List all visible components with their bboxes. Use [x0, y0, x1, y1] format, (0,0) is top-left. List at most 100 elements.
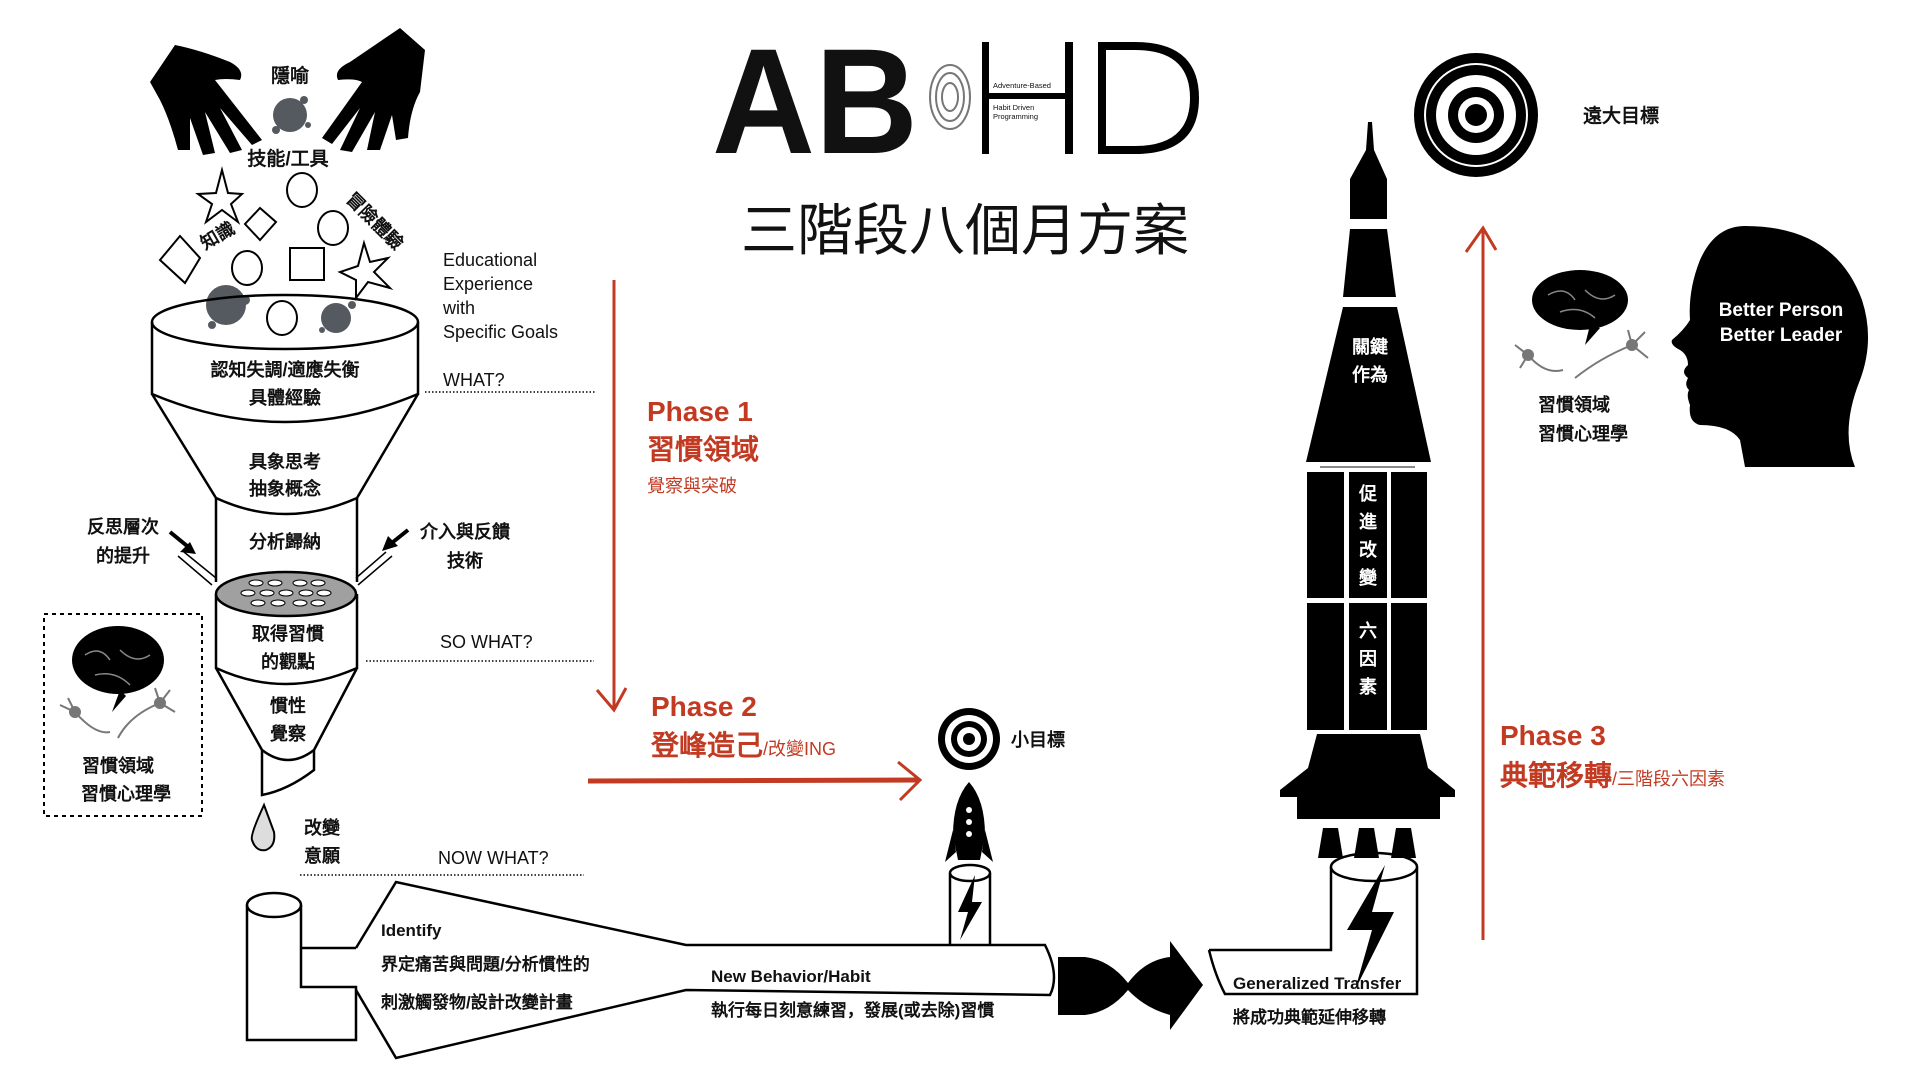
big-goal-label: 遠大目標 [1583, 104, 1659, 127]
lightning-large-icon [1347, 865, 1394, 990]
head-label-2: Better Leader [1720, 325, 1843, 346]
knowledge-label: 知識 [197, 217, 239, 253]
bowtie-arrow-icon [1058, 941, 1203, 1030]
new-behavior-desc: 執行每日刻意練習，發展(或去除)習慣 [711, 1000, 994, 1020]
brain-icon [72, 626, 164, 712]
reflection-label-1: 反思層次 [87, 516, 159, 537]
phase2-title-row: 登峰造己/改變ING [650, 730, 836, 761]
phase2-title: 登峰造己 [650, 730, 763, 761]
change-label-1: 改變 [304, 817, 341, 838]
rocket-col2-char: 素 [1359, 677, 1377, 697]
abhd-logo: AB Adventure-Based Habit Driven Programm… [712, 17, 1199, 185]
lightning-small-icon [958, 875, 982, 940]
habit-box-label-1: 習慣領域 [82, 755, 154, 776]
logo-tagline-3: Programming [993, 112, 1038, 121]
identify-label: Identify [381, 921, 442, 940]
small-rocket-icon [945, 782, 993, 862]
skills-tools-label: 技能/工具 [247, 147, 328, 170]
change-label-2: 意願 [304, 845, 341, 866]
edu-line-1: Educational [443, 250, 537, 270]
page-title: 三階段八個月方案 [741, 199, 1189, 264]
intervention-label-2: 技術 [447, 550, 483, 571]
phase3-title: 典範移轉 [1500, 759, 1612, 791]
right-habit-label-1: 習慣領域 [1538, 394, 1610, 415]
brain-icon-right [1532, 270, 1628, 345]
habit-box-label-2: 習慣心理學 [81, 783, 171, 804]
rocket-col2-char: 六 [1359, 620, 1377, 641]
hand-left-icon [150, 45, 262, 155]
circle-icon [286, 172, 318, 208]
intervention-label-1: 介入與反饋 [419, 521, 511, 542]
circle-icon [317, 210, 349, 246]
head-silhouette [1671, 226, 1869, 467]
sieve-holes [240, 579, 332, 607]
logo-tagline-1: Adventure-Based [993, 81, 1051, 90]
circle-icon [266, 300, 298, 336]
transfer-desc: 將成功典範延伸移轉 [1233, 1007, 1386, 1027]
neuron-icon [59, 687, 176, 739]
rocket-col1-char: 進 [1359, 511, 1377, 532]
funnel-layer4-line2: 的觀點 [261, 651, 315, 672]
rocket-col1-char: 改 [1359, 539, 1378, 560]
phase2-arrow [587, 777, 919, 784]
rocket-col2-char: 因 [1359, 649, 1377, 669]
funnel-layer5-line1: 慣性 [269, 695, 306, 716]
transfer-label: Generalized Transfer [1233, 974, 1402, 993]
big-target-icon [1414, 53, 1538, 177]
funnel-layer2-line1: 具象思考 [249, 451, 321, 472]
small-goal-label: 小目標 [1011, 729, 1065, 750]
rocket-col1-char: 促 [1358, 483, 1378, 504]
new-behavior-label: New Behavior/Habit [711, 967, 871, 986]
rocket-upper-label-1: 關鍵 [1352, 336, 1388, 357]
funnel-layer4-line1: 取得習慣 [252, 623, 324, 644]
habit-box [43, 613, 203, 817]
circle-icon [231, 250, 263, 286]
square-icon [289, 247, 325, 281]
arrow-in-right-icon [355, 528, 410, 586]
edu-line-3: with [442, 298, 475, 318]
identify-desc-1: 界定痛苦與問題/分析慣性的 [381, 954, 590, 974]
shape-icons [158, 166, 394, 336]
rocket-upper-label-2: 作為 [1352, 364, 1388, 385]
splat-icon [206, 96, 356, 333]
funnel-layer2-line2: 抽象概念 [249, 478, 321, 499]
rocket-col1-char: 變 [1359, 567, 1378, 588]
phase2-sub: /改變ING [763, 739, 836, 759]
diamond-icon [158, 234, 202, 285]
small-target-icon [938, 708, 1000, 770]
logo-ab: AB [712, 17, 918, 185]
neuron-icon-right [1514, 329, 1649, 379]
funnel-layer3: 分析歸納 [249, 531, 321, 552]
adventure-label: 冒險體驗 [342, 188, 408, 254]
funnel-layer1-line2: 具體經驗 [249, 387, 321, 408]
phase3-label: Phase 3 [1500, 720, 1606, 751]
now-what-label: NOW WHAT? [438, 848, 549, 868]
what-label: WHAT? [443, 370, 505, 390]
diamond-icon [243, 206, 278, 242]
funnel [150, 293, 420, 797]
reflection-label-2: 的提升 [96, 545, 150, 566]
phase2-label: Phase 2 [651, 691, 757, 722]
star-icon [195, 166, 245, 225]
funnel-layer5-line2: 覺察 [269, 723, 307, 744]
fingerprint-icon [929, 64, 971, 130]
drop-icon [250, 802, 276, 852]
hand-right-icon [322, 28, 425, 152]
phase1-title: 習慣領域 [647, 433, 759, 465]
right-habit-label-2: 習慣心理學 [1538, 423, 1628, 444]
phase3-sub: /三階段六因素 [1612, 769, 1725, 789]
phase3-title-row: 典範移轉/三階段六因素 [1500, 759, 1725, 791]
funnel-layer1-line1: 認知失調/適應失衡 [210, 359, 359, 380]
edu-line-2: Experience [443, 274, 533, 294]
big-rocket-icon [1280, 122, 1455, 858]
arrow-in-left-icon [168, 530, 217, 586]
so-what-label: SO WHAT? [440, 632, 533, 652]
identify-desc-2: 刺激觸發物/設計改變計畫 [381, 992, 573, 1012]
edu-line-4: Specific Goals [443, 322, 558, 342]
phase1-label: Phase 1 [647, 396, 753, 427]
metaphor-label: 隱喻 [271, 64, 310, 87]
pipeline [245, 851, 1419, 1060]
head-label-1: Better Person [1719, 300, 1844, 321]
logo-tagline-2: Habit Driven [993, 103, 1034, 112]
